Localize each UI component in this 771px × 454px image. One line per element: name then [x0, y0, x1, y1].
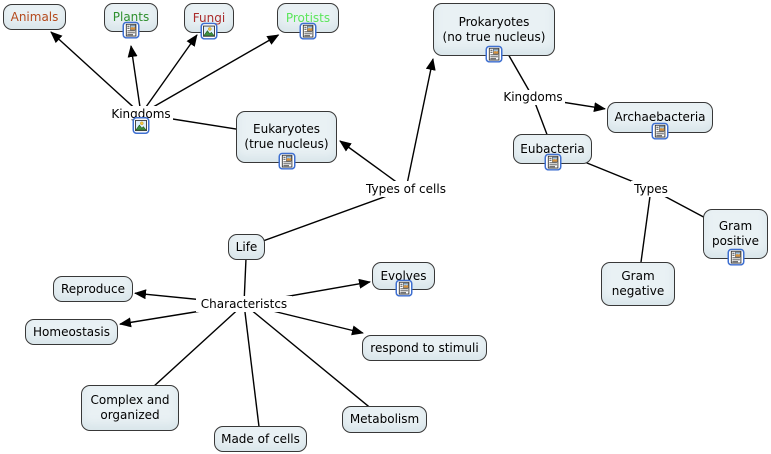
- concept-made-of-cells[interactable]: Made of cells: [214, 426, 307, 452]
- document-icon[interactable]: [727, 248, 744, 266]
- node-text: Complex and: [90, 393, 170, 407]
- edge-kingdoms-left-to-plants[interactable]: [127, 45, 142, 115]
- edge-kingdoms-left-to-protists[interactable]: [140, 34, 280, 115]
- node-text: Kingdoms: [111, 106, 171, 121]
- concept-plants[interactable]: Plants: [104, 3, 158, 39]
- concept-protists[interactable]: Protists: [277, 3, 339, 40]
- edge-characteristics-to-made-of-cells[interactable]: [243, 303, 262, 440]
- edge-kingdoms-left-to-animals[interactable]: [50, 31, 142, 115]
- concept-homeostasis[interactable]: Homeostasis: [25, 319, 118, 345]
- linking-phrase-types-right[interactable]: Types: [631, 181, 671, 197]
- node-text: Types: [634, 181, 668, 196]
- edge-types-of-cells-to-prokaryotes[interactable]: [405, 58, 436, 190]
- node-text: Kingdoms: [503, 90, 563, 104]
- node-text: Characteristcs: [200, 296, 288, 311]
- node-text: Reproduce: [60, 281, 125, 296]
- node-text: Eubacteria: [520, 141, 585, 156]
- node-text: Evolves: [380, 268, 427, 283]
- concept-metabolism[interactable]: Metabolism: [342, 406, 427, 433]
- node-text: Made of cells: [221, 431, 300, 446]
- concept-archaebacteria[interactable]: Archaebacteria: [607, 102, 713, 140]
- edge-characteristics-to-metabolism[interactable]: [243, 303, 385, 421]
- image-icon[interactable]: [132, 117, 150, 134]
- edge-life-to-types-of-cells[interactable]: [246, 188, 407, 248]
- linking-phrase-kingdoms-right[interactable]: Kingdoms: [501, 90, 565, 105]
- image-icon[interactable]: [200, 22, 218, 40]
- document-icon[interactable]: [278, 152, 295, 170]
- node-text: organized: [100, 408, 160, 422]
- concept-eukaryotes[interactable]: Eukaryotes(true nucleus): [236, 111, 337, 170]
- node-text: Archaebacteria: [614, 110, 706, 124]
- node-text: Plants: [112, 10, 150, 24]
- document-icon[interactable]: [299, 22, 317, 40]
- concept-animals[interactable]: Animals: [3, 4, 66, 30]
- node-text: Prokaryotes: [458, 14, 530, 29]
- concept-eubacteria[interactable]: Eubacteria: [513, 134, 592, 171]
- node-text: Animals: [10, 9, 59, 24]
- concept-fungi[interactable]: Fungi: [184, 3, 234, 40]
- concept-evolves[interactable]: Evolves: [372, 262, 435, 297]
- linking-phrase-types-of-cells[interactable]: Types of cells: [363, 181, 449, 197]
- node-text: (true nucleus): [244, 137, 329, 151]
- node-text: Types of cells: [366, 181, 446, 196]
- document-icon[interactable]: [395, 279, 412, 297]
- node-text: Homeostasis: [33, 324, 110, 339]
- node-text: Eukaryotes: [253, 122, 320, 136]
- node-text: positive: [711, 234, 760, 248]
- linking-phrase-kingdoms-left[interactable]: Kingdoms: [109, 106, 173, 134]
- node-text: Gram: [621, 269, 655, 283]
- concept-respond-to-stimuli[interactable]: respond to stimuli: [362, 335, 487, 361]
- node-text: negative: [611, 284, 665, 298]
- node-text: (no true nucleus): [442, 29, 546, 44]
- node-text: Fungi: [192, 10, 226, 25]
- linking-phrase-characteristics[interactable]: Characteristcs: [196, 296, 292, 312]
- document-icon[interactable]: [122, 21, 140, 39]
- document-icon[interactable]: [485, 45, 503, 63]
- document-icon[interactable]: [651, 122, 669, 140]
- concept-life[interactable]: Life: [228, 234, 265, 260]
- edge-kingdoms-left-to-fungi[interactable]: [140, 34, 198, 115]
- concept-reproduce[interactable]: Reproduce: [53, 276, 133, 302]
- concept-prokaryotes[interactable]: Prokaryotes(no true nucleus): [433, 3, 555, 63]
- node-text: respond to stimuli: [370, 340, 479, 355]
- node-text: Gram: [718, 219, 753, 233]
- node-text: Protists: [285, 10, 331, 25]
- node-text: Metabolism: [349, 412, 420, 426]
- node-text: Life: [235, 239, 258, 254]
- document-icon[interactable]: [544, 153, 561, 171]
